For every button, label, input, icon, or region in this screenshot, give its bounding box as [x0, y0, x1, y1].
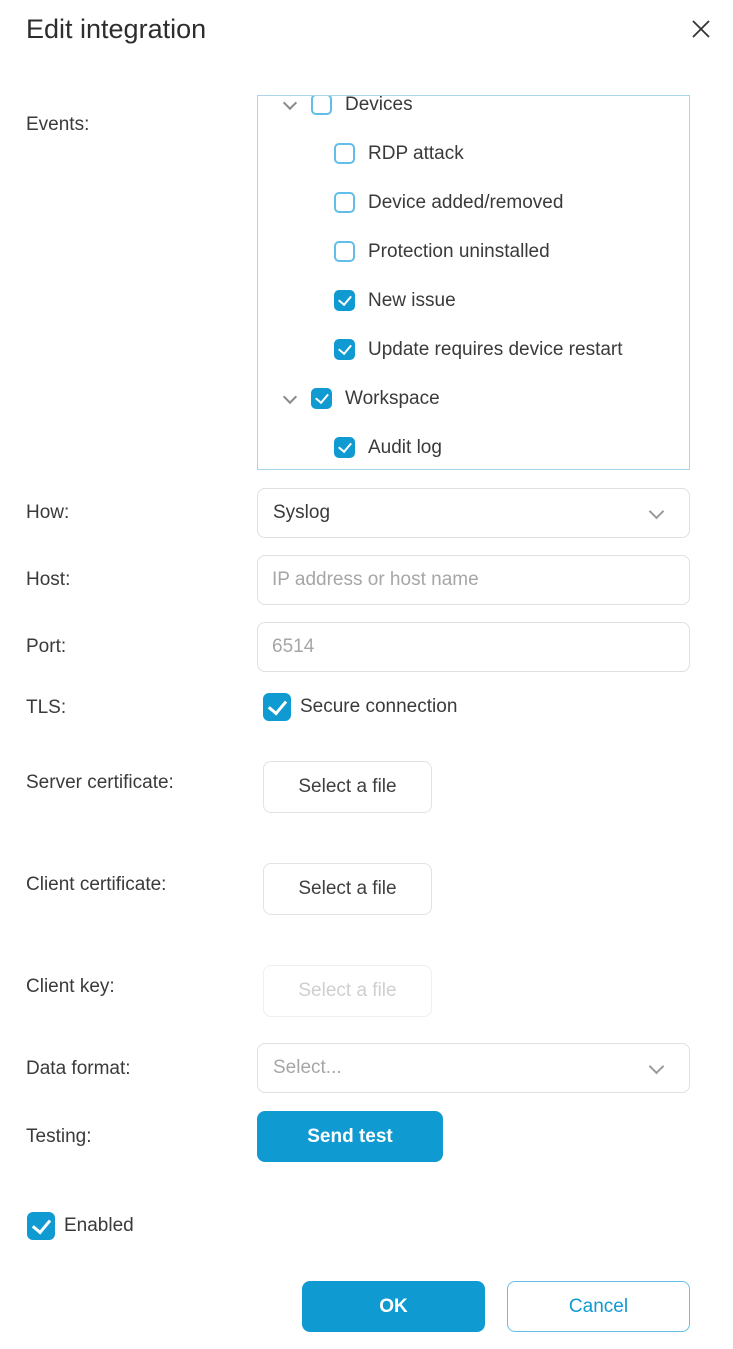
tree-expand-toggle[interactable] [282, 389, 298, 407]
enabled-checkbox[interactable] [27, 1212, 55, 1240]
tree-item-label[interactable]: Update requires device restart [368, 338, 623, 360]
data-format-label: Data format: [26, 1058, 131, 1079]
tree-item-label[interactable]: Protection uninstalled [368, 240, 550, 262]
client-key-select-file-button: Select a file [263, 965, 432, 1017]
port-label: Port: [26, 636, 67, 657]
chevron-down-icon [282, 96, 298, 110]
tree-item: Audit log [258, 423, 689, 469]
host-input[interactable] [257, 555, 690, 605]
ok-button[interactable]: OK [302, 1281, 485, 1332]
tree-item-label[interactable]: Device added/removed [368, 191, 564, 213]
tree-item-label[interactable]: Workspace [345, 387, 440, 409]
tree-item-label[interactable]: Devices [345, 95, 413, 115]
tree-item-checkbox[interactable] [334, 290, 355, 311]
tree-item: Update requires device restart [258, 325, 689, 374]
close-icon [689, 17, 713, 46]
tree-item: Devices [258, 95, 689, 129]
close-button[interactable] [686, 16, 716, 46]
enabled-checkbox-label[interactable]: Enabled [64, 1215, 134, 1236]
client-key-label: Client key: [26, 976, 115, 997]
testing-label: Testing: [26, 1126, 92, 1147]
tree-item-checkbox[interactable] [334, 241, 355, 262]
data-format-select-value: Select... [273, 1057, 342, 1078]
events-label: Events: [26, 114, 90, 135]
tree-item: Device added/removed [258, 178, 689, 227]
tree-item: RDP attack [258, 129, 689, 178]
how-label: How: [26, 502, 70, 523]
tree-item-checkbox[interactable] [334, 437, 355, 458]
how-select-value: Syslog [273, 502, 331, 523]
tree-expand-toggle[interactable] [282, 96, 298, 113]
tree-item-label[interactable]: RDP attack [368, 142, 464, 164]
tree-item-checkbox[interactable] [334, 143, 355, 164]
tree-item-checkbox[interactable] [334, 192, 355, 213]
tls-checkbox-label[interactable]: Secure connection [300, 696, 458, 717]
page-title: Edit integration [26, 14, 207, 44]
tls-label: TLS: [26, 697, 67, 718]
tree-item: New issue [258, 276, 689, 325]
chevron-down-icon [648, 503, 665, 519]
tls-checkbox[interactable] [263, 693, 291, 721]
server-certificate-select-file-button[interactable]: Select a file [263, 761, 432, 813]
tree-item-checkbox[interactable] [311, 388, 332, 409]
tree-item-label[interactable]: Audit log [368, 436, 442, 458]
chevron-down-icon [282, 389, 298, 404]
chevron-down-icon [648, 1058, 665, 1074]
tls-checkbox-row: Secure connection [263, 693, 457, 721]
tree-item: Workspace [258, 374, 689, 423]
server-certificate-label: Server certificate: [26, 772, 174, 793]
tree-item-label[interactable]: New issue [368, 289, 456, 311]
cancel-button[interactable]: Cancel [507, 1281, 690, 1332]
tree-item: Protection uninstalled [258, 227, 689, 276]
how-select[interactable]: Syslog [257, 488, 690, 538]
send-test-button[interactable]: Send test [257, 1111, 443, 1162]
enabled-checkbox-row: Enabled [27, 1212, 134, 1240]
tree-item-checkbox[interactable] [334, 339, 355, 360]
client-certificate-label: Client certificate: [26, 874, 167, 895]
port-input[interactable] [257, 622, 690, 672]
tree-item-checkbox[interactable] [311, 96, 332, 115]
client-certificate-select-file-button[interactable]: Select a file [263, 863, 432, 915]
data-format-select[interactable]: Select... [257, 1043, 690, 1093]
host-label: Host: [26, 569, 71, 590]
